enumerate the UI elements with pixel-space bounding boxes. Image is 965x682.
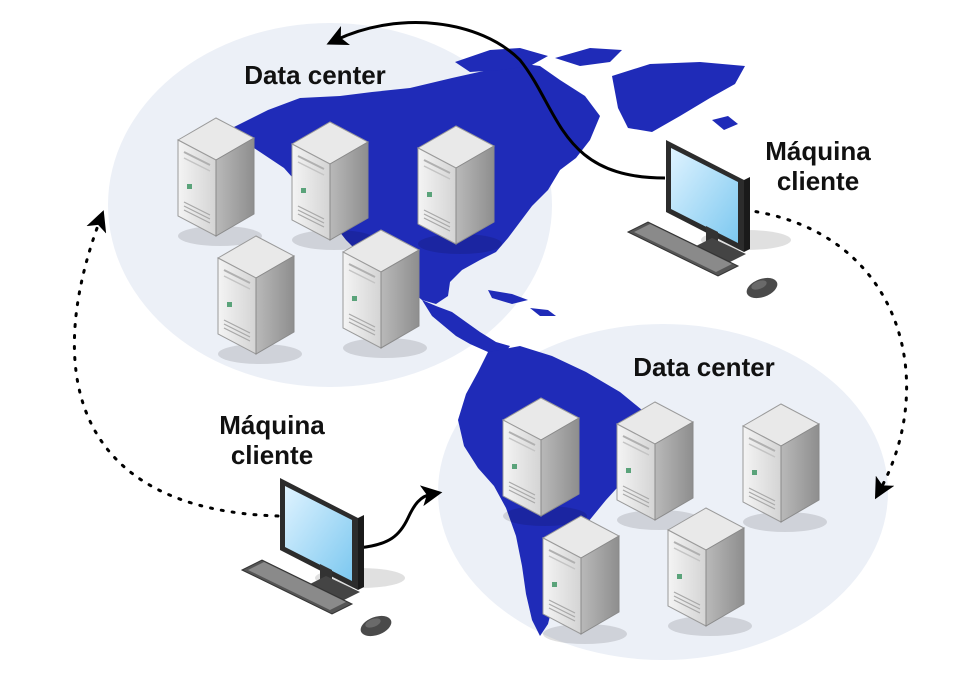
arrow-client-left-to-datacenter-bottom	[357, 485, 443, 550]
client-left-label-line2: cliente	[230, 440, 314, 470]
dotted-link-left	[72, 210, 280, 518]
client-left-label: Máquina cliente	[192, 410, 352, 470]
client-right-label-line2: cliente	[776, 166, 860, 196]
connection-arrows	[72, 21, 909, 550]
client-right-label-line1: Máquina	[765, 136, 871, 166]
client-computer-icon	[241, 477, 406, 641]
client-left-label-line1: Máquina	[219, 410, 325, 440]
datacenter-bottom-title: Data center	[633, 352, 775, 382]
datacenter-top-title: Data center	[244, 60, 386, 90]
dotted-link-right	[743, 208, 909, 500]
arrow-client-right-to-datacenter-top	[326, 21, 666, 180]
client-right-label: Máquina cliente	[738, 136, 898, 196]
